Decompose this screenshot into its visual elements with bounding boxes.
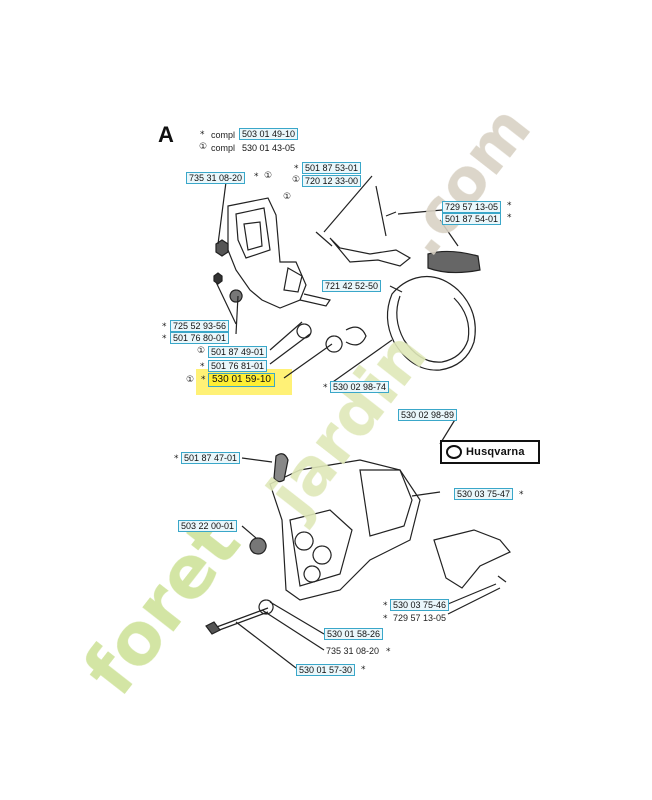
- part-number-label: 503 22 00-01: [178, 520, 238, 532]
- part-number-label: 530 02 98-89: [398, 409, 458, 421]
- star-mark: *: [361, 665, 366, 675]
- svg-text:.com: .com: [384, 92, 545, 269]
- part-number-label: 530 01 57-30: [296, 664, 356, 676]
- section-letter: A: [158, 122, 174, 147]
- part-number-label: 725 52 93-56: [170, 320, 230, 332]
- circle-one-mark: ①: [283, 192, 292, 202]
- part-number-label: 729 57 13-05: [442, 201, 502, 213]
- highlighted-part-number: 530 01 59-10: [208, 373, 275, 387]
- brand-decal-text: Husqvarna: [466, 446, 525, 458]
- star-mark: *: [201, 375, 206, 385]
- star-mark: *: [162, 322, 167, 332]
- circle-one-mark: ①: [197, 346, 206, 356]
- crown-icon: [446, 445, 462, 459]
- star-mark: *: [162, 334, 167, 344]
- circle-one-mark: ①: [292, 175, 301, 185]
- part-number-label: 735 31 08-20: [186, 172, 246, 184]
- star-mark: *: [200, 130, 205, 140]
- part-number-label: 729 57 13-05: [393, 613, 447, 623]
- part-number-label: 530 01 43-05: [242, 143, 296, 153]
- compl-label: compl: [211, 130, 236, 140]
- star-mark: *: [294, 164, 299, 174]
- compl-label: compl: [211, 143, 236, 153]
- part-number-label: 735 31 08-20: [326, 646, 380, 656]
- part-number-label: 721 42 52-50: [322, 280, 382, 292]
- part-number-label: 720 12 33-00: [302, 175, 362, 187]
- part-number-label: 501 87 53-01: [302, 162, 362, 174]
- part-number-label: 530 02 98-74: [330, 381, 390, 393]
- circle-one-mark: ①: [199, 142, 208, 152]
- star-mark: *: [507, 213, 512, 223]
- star-mark: *: [519, 490, 524, 500]
- star-mark: *: [386, 647, 391, 657]
- circle-one-mark: ①: [264, 171, 273, 181]
- part-number-label: 530 01 58-26: [324, 628, 384, 640]
- star-mark: *: [507, 201, 512, 211]
- part-number-label: 503 01 49-10: [239, 128, 299, 140]
- part-number-label: 530 03 75-47: [454, 488, 514, 500]
- star-mark: *: [323, 383, 328, 393]
- part-number-label: 501 87 47-01: [181, 452, 241, 464]
- part-number-label: 501 87 54-01: [442, 213, 502, 225]
- star-mark: *: [383, 614, 388, 624]
- part-number-label: 501 87 49-01: [208, 346, 268, 358]
- star-mark: *: [200, 362, 205, 372]
- part-number-label: 501 76 81-01: [208, 360, 268, 372]
- svg-text:foret: foret: [67, 502, 256, 711]
- star-mark: *: [174, 454, 179, 464]
- circle-one-mark: ①: [186, 375, 195, 385]
- star-mark: *: [254, 172, 259, 182]
- star-mark: *: [383, 601, 388, 611]
- part-number-label: 501 76 80-01: [170, 332, 230, 344]
- part-number-label: 530 03 75-46: [390, 599, 450, 611]
- brand-decal: Husqvarna: [440, 440, 540, 464]
